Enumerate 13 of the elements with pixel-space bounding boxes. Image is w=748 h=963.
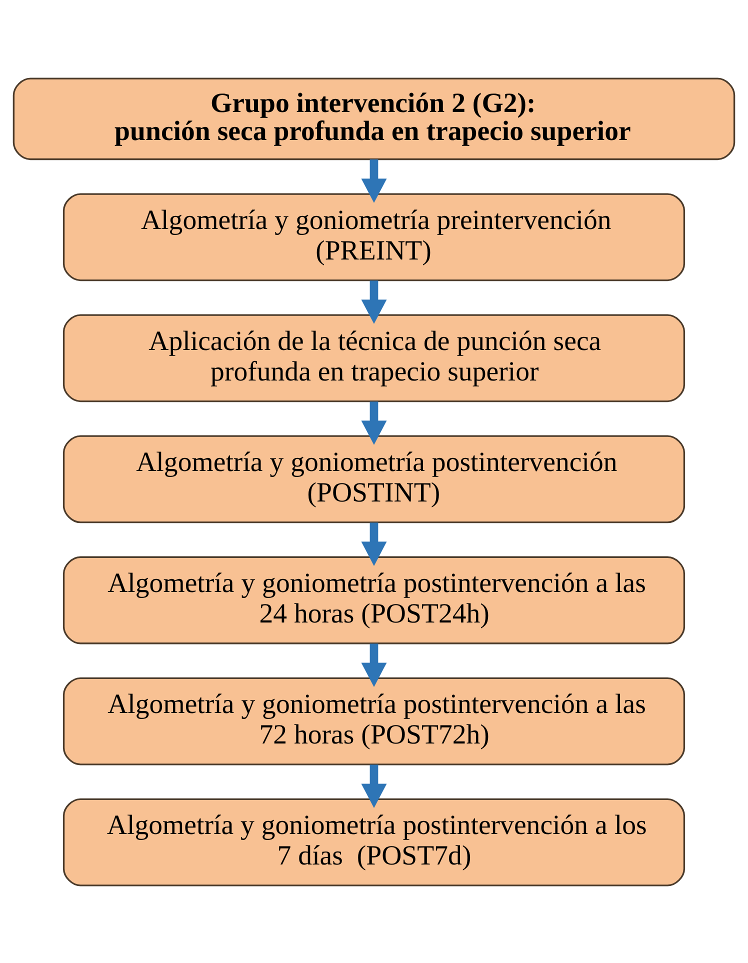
arrow [361,401,387,444]
arrow [361,522,387,566]
arrow [361,643,387,686]
node-box: Algometría y goniometría postintervención a las 72 horas (POST72h) [62,676,686,765]
node-box: Grupo intervención 2 (G2): punción seca profunda en trapecio superior [12,77,736,160]
node-box: Algometría y goniometría postintervención a los 7 días (POST7d) [62,798,686,886]
node-box: Algometría y goniometría preintervención (PREINT) [62,192,686,281]
arrow [361,280,387,324]
node-box: Algometría y goniometría postintervención (POSTINT) [62,434,686,523]
arrow [361,764,387,808]
node-box: Aplicación de la técnica de punción seca profunda en trapecio superior [62,314,686,402]
arrow [361,158,387,202]
node-box: Algometría y goniometría postintervención a las 24 horas (POST24h) [62,556,686,644]
